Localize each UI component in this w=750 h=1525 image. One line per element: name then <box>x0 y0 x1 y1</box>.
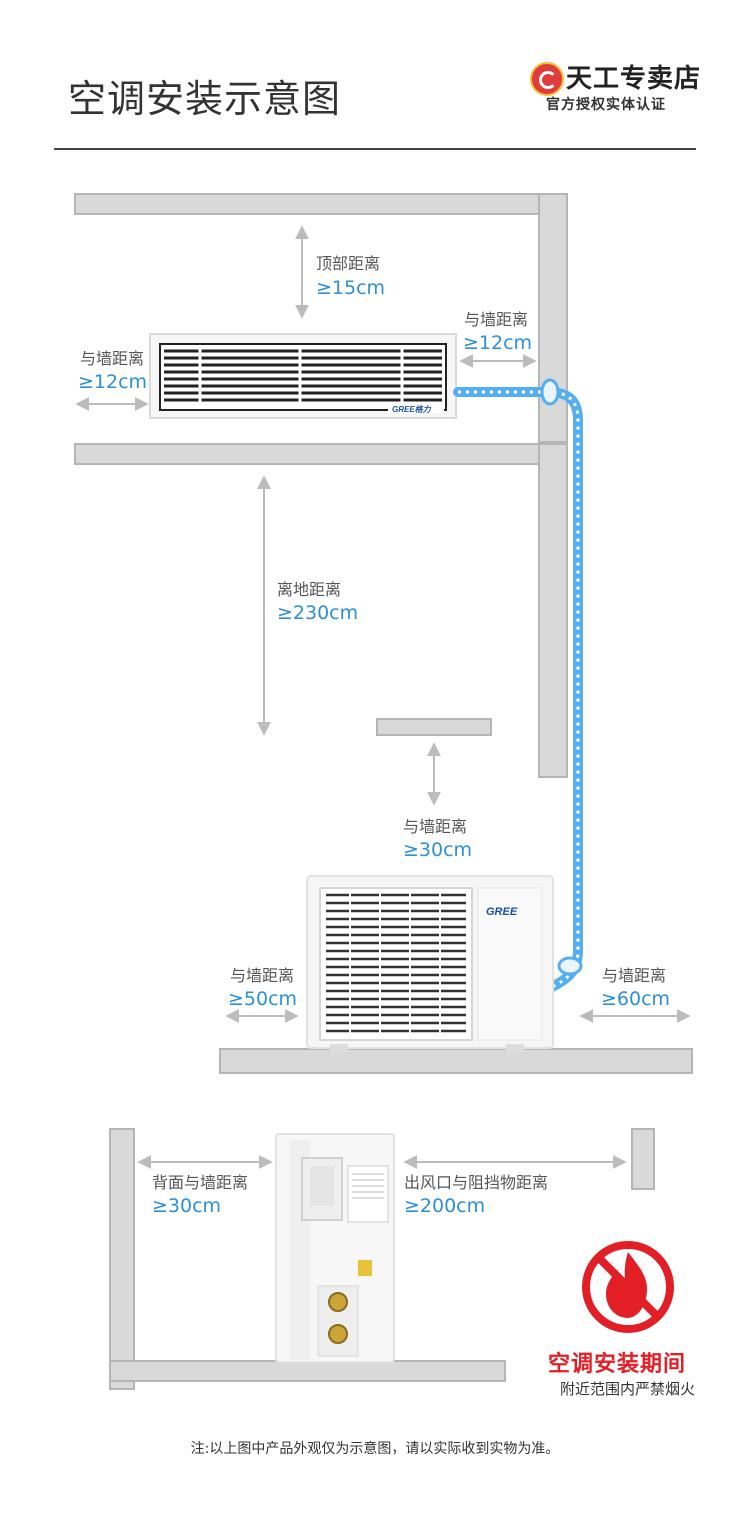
warning-title: 空调安装期间 <box>548 1352 687 1377</box>
outdoor-ground <box>219 1048 693 1074</box>
outdoor-top-value: ≥30cm <box>403 839 473 861</box>
side-front-label: 出风口与阻挡物距离 <box>404 1173 549 1192</box>
indoor-right-value: ≥12cm <box>463 332 533 354</box>
side-back-wall <box>109 1128 135 1390</box>
outdoor-top-label: 与墙距离 <box>403 817 468 836</box>
side-back-value: ≥30cm <box>152 1195 222 1217</box>
no-fire-icon <box>582 1241 674 1333</box>
side-obstacle <box>631 1128 655 1190</box>
outdoor-right-value: ≥60cm <box>601 988 671 1010</box>
outdoor-left-value: ≥50cm <box>228 988 298 1010</box>
refrigerant-pipe <box>453 378 583 993</box>
brand-subtitle: 官方授权实体认证 <box>546 97 666 113</box>
indoor-top-value: ≥15cm <box>316 277 386 299</box>
outdoor-logo: GREE <box>486 906 518 918</box>
indoor-floor-label: 离地距离 <box>277 580 342 599</box>
indoor-floor-value: ≥230cm <box>277 602 359 624</box>
indoor-unit <box>149 333 457 419</box>
indoor-right-label: 与墙距离 <box>464 310 529 329</box>
outdoor-unit-front <box>306 875 554 1052</box>
header-divider <box>54 148 696 150</box>
indoor-top-label: 顶部距离 <box>316 254 381 273</box>
side-back-label: 背面与墙距离 <box>152 1173 249 1192</box>
right-wall-lower <box>538 443 568 778</box>
outdoor-unit-side <box>275 1133 395 1363</box>
warning-subtitle: 附近范围内严禁烟火 <box>560 1380 696 1398</box>
side-front-value: ≥200cm <box>404 1195 486 1217</box>
indoor-logo: GREE格力 <box>392 405 432 414</box>
indoor-left-value: ≥12cm <box>78 371 148 393</box>
footnote: 注:以上图中产品外观仅为示意图，请以实际收到实物为准。 <box>190 1441 560 1457</box>
outdoor-wall-ledge <box>376 718 492 736</box>
clearance-arrows <box>75 225 691 1169</box>
brand-name: 天工专卖店 <box>566 64 702 94</box>
outdoor-right-label: 与墙距离 <box>602 966 667 985</box>
page-title: 空调安装示意图 <box>68 77 342 121</box>
outdoor-left-label: 与墙距离 <box>230 966 295 985</box>
brand-logo-icon <box>530 62 564 96</box>
indoor-left-label: 与墙距离 <box>80 349 145 368</box>
